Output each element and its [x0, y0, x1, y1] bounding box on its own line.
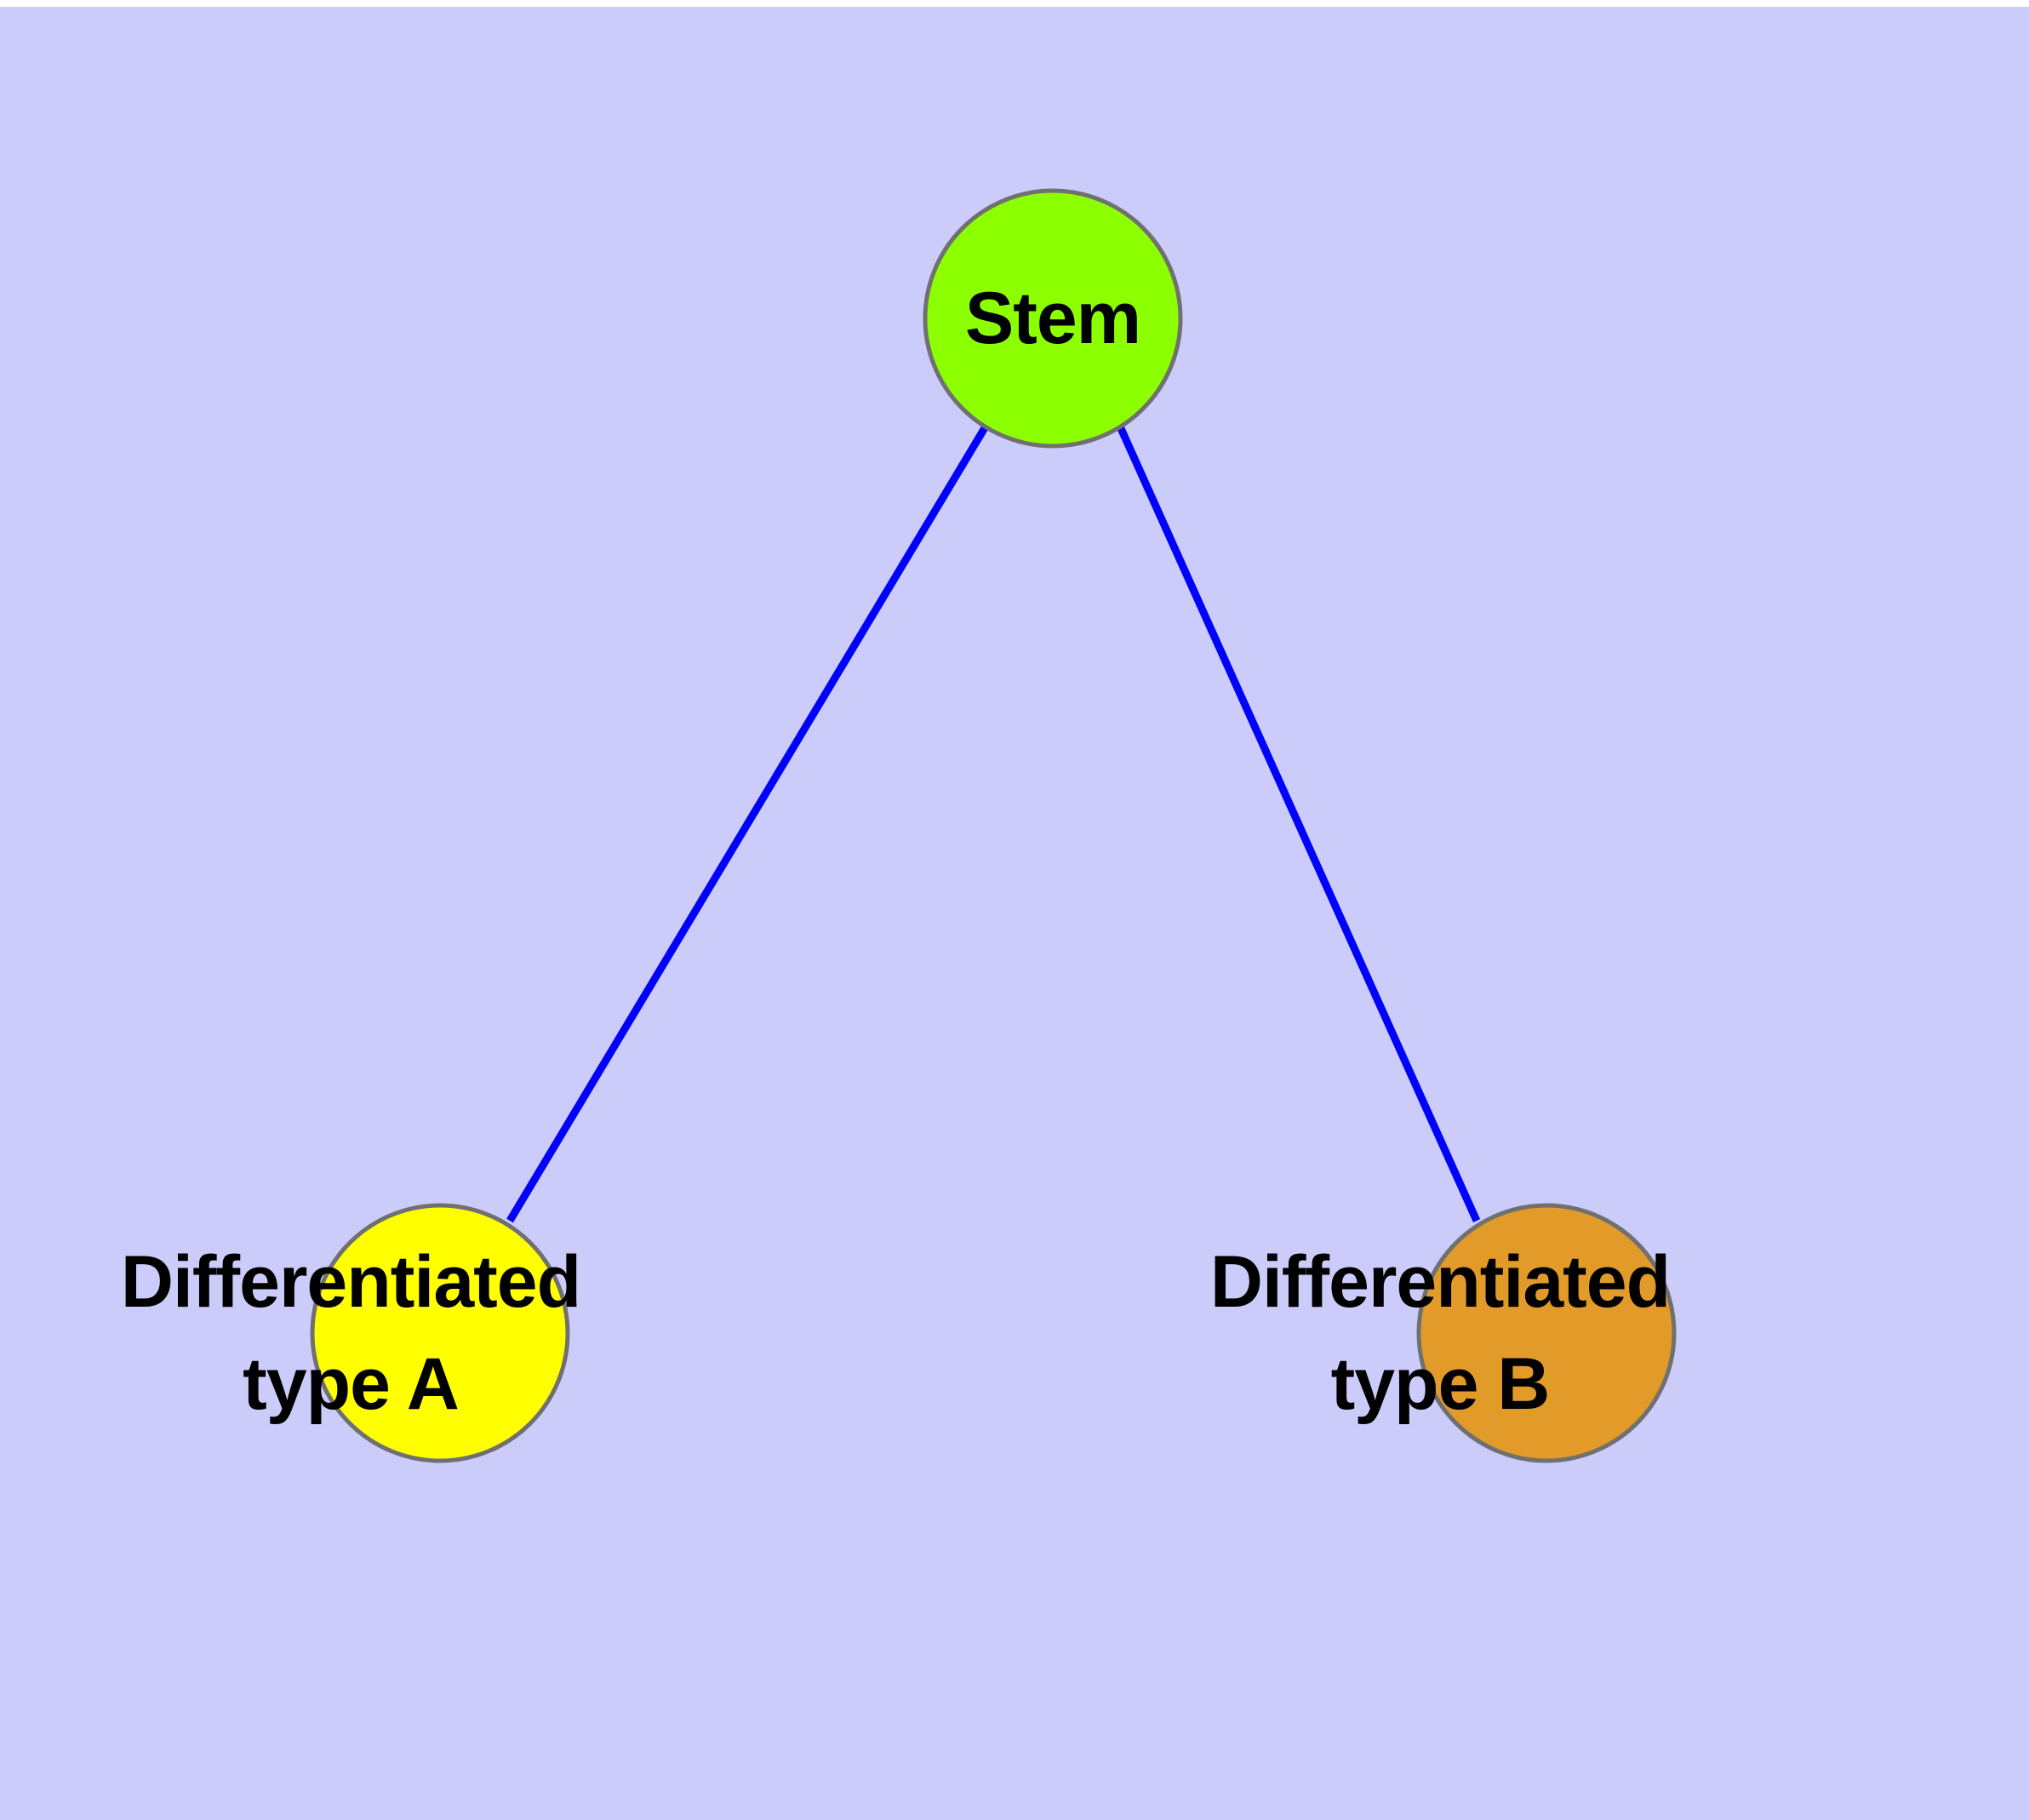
edge-stem-to-diff-b[interactable] [1116, 425, 1481, 1222]
edges-layer [506, 424, 1481, 1223]
graph-svg [310, 188, 1677, 1463]
node-diff-b[interactable] [1416, 1203, 1677, 1463]
nodes-layer [310, 188, 1677, 1463]
node-diff-a[interactable] [310, 1203, 570, 1463]
node-stem[interactable] [923, 188, 1183, 449]
edge-stem-to-diff-a[interactable] [506, 424, 989, 1223]
